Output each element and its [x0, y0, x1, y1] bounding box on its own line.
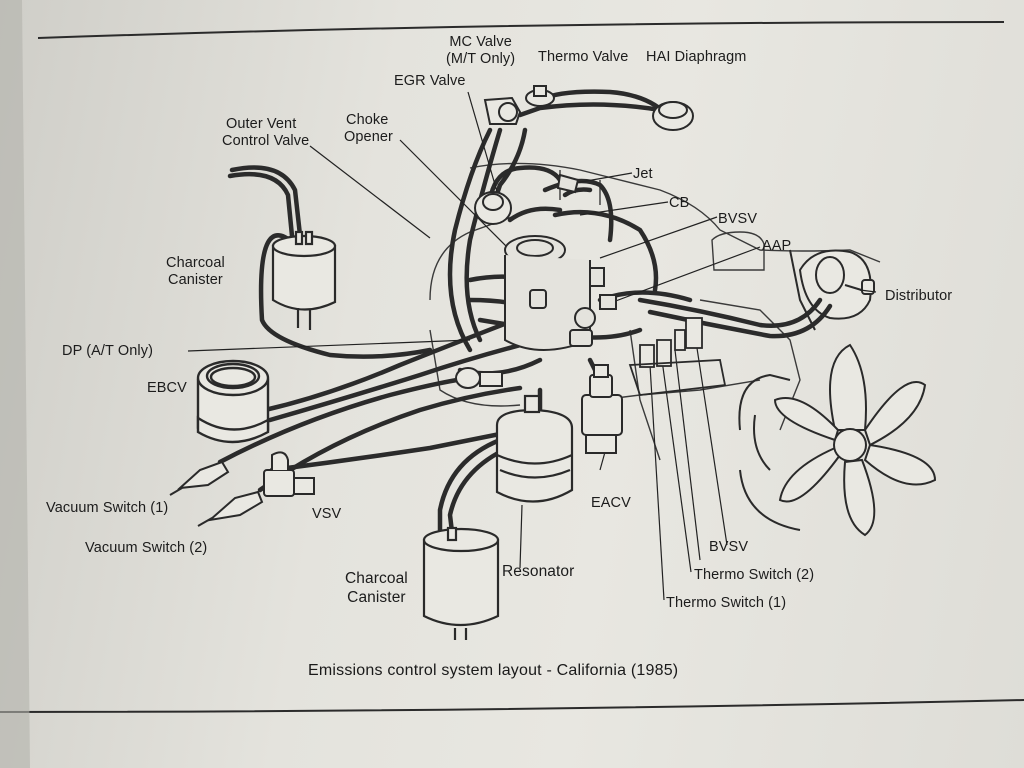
label-thermo-switch-1: Thermo Switch (1) — [666, 595, 787, 611]
left-margin-shadow — [0, 0, 30, 768]
label-vsv: VSV — [312, 506, 342, 522]
vacuum-switch-1 — [169, 460, 230, 496]
vsv — [263, 451, 315, 497]
label-outer-vent-control-valve: Outer Vent Control Valve — [222, 116, 310, 149]
label-bvsv-bottom: BVSV — [709, 539, 749, 555]
carburetor — [504, 173, 617, 351]
label-mc-valve: MC Valve (M/T Only) — [446, 34, 516, 67]
thermo-valve — [525, 85, 555, 107]
label-aap: AAP — [762, 238, 792, 254]
charcoal-canister-lower — [422, 526, 500, 640]
eacv — [581, 364, 623, 454]
mc-valve — [483, 96, 522, 125]
label-ebcv: EBCV — [147, 380, 187, 396]
label-jet: Jet — [633, 166, 653, 182]
label-eacv: EACV — [591, 495, 631, 511]
label-bvsv-top: BVSV — [718, 211, 758, 227]
figure-caption: Emissions control system layout - Califo… — [308, 662, 679, 679]
egr-valve — [474, 191, 512, 225]
label-hai-diaphragm: HAI Diaphragm — [646, 49, 747, 65]
bottom-rule — [0, 699, 1024, 713]
thermo-switches — [628, 317, 727, 396]
label-distributor: Distributor — [885, 288, 953, 304]
label-thermo-switch-2: Thermo Switch (2) — [694, 567, 815, 583]
dp-diaphragm — [455, 367, 503, 389]
label-vacuum-switch-1: Vacuum Switch (1) — [46, 500, 169, 516]
label-charcoal-canister-lower: Charcoal Canister — [345, 570, 408, 606]
label-vacuum-switch-2: Vacuum Switch (2) — [85, 540, 208, 556]
label-charcoal-canister-upper: Charcoal Canister — [166, 255, 225, 288]
charcoal-canister-upper — [271, 230, 337, 330]
label-thermo-valve: Thermo Valve — [538, 49, 629, 65]
resonator — [495, 394, 574, 503]
fan — [738, 343, 937, 537]
label-choke-opener: Choke Opener — [344, 112, 393, 145]
leader-lines — [187, 91, 877, 601]
hai-diaphragm — [652, 101, 694, 131]
label-cb: CB — [669, 195, 690, 211]
ebcv — [196, 359, 270, 444]
label-egr-valve: EGR Valve — [394, 73, 466, 89]
top-rule — [37, 21, 1005, 39]
vacuum-switch-2 — [197, 490, 264, 527]
label-dp: DP (A/T Only) — [62, 343, 154, 359]
label-resonator: Resonator — [502, 563, 575, 580]
